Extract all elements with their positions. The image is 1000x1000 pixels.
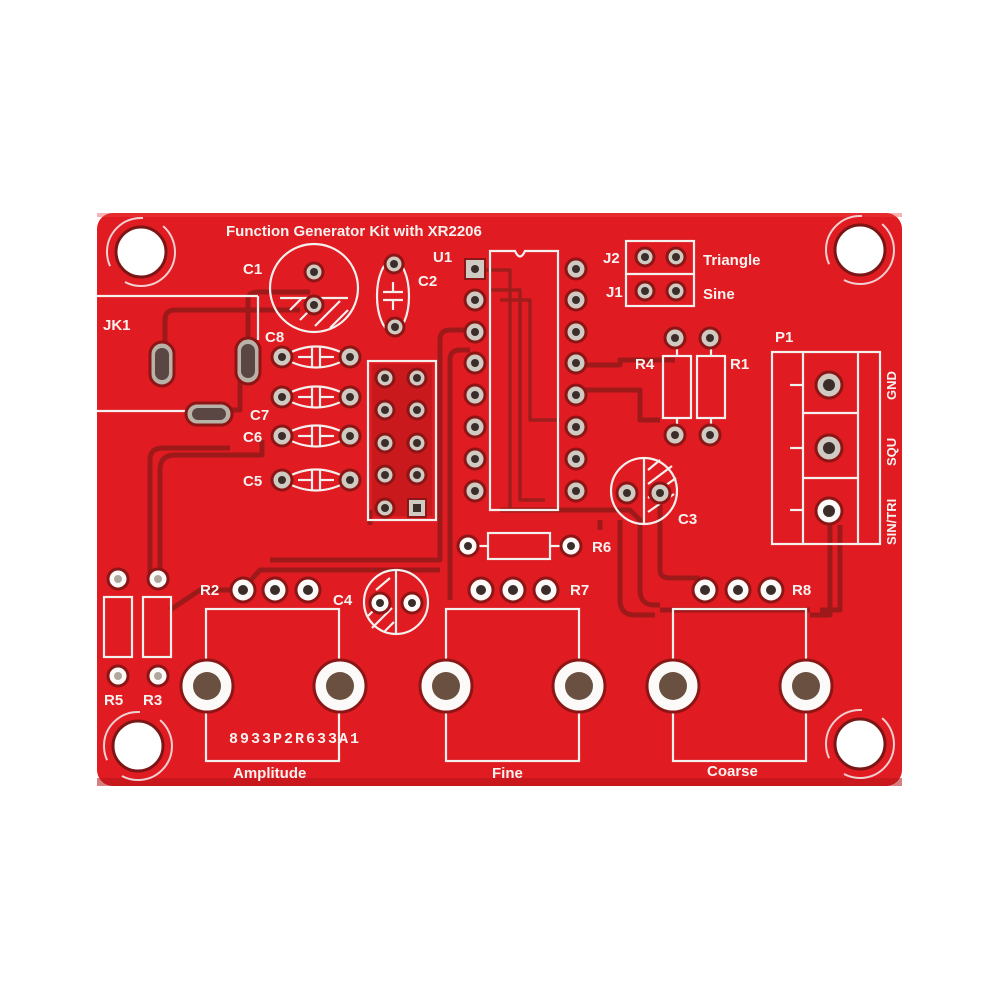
- label-r3: R3: [143, 692, 162, 709]
- label-r8: R8: [792, 582, 811, 599]
- label-r6: R6: [592, 539, 611, 556]
- jack-jk1: JK1: [97, 294, 262, 427]
- label-amplitude: Amplitude: [233, 765, 306, 782]
- resistor-r3: R3: [141, 567, 173, 709]
- label-sine: Sine: [703, 286, 735, 303]
- capacitor-c8: C8: [265, 329, 362, 369]
- label-j1: J1: [606, 284, 623, 301]
- label-j2: J2: [603, 250, 620, 267]
- capacitor-c2: C2: [375, 253, 437, 338]
- label-gnd: GND: [884, 371, 899, 400]
- label-c1: C1: [243, 261, 262, 278]
- resistor-r5: R5: [102, 567, 134, 709]
- label-r4: R4: [635, 356, 655, 373]
- label-c3: C3: [678, 511, 697, 528]
- label-r1: R1: [730, 356, 749, 373]
- resistor-r6: R6: [456, 531, 611, 561]
- terminal-block-p1: P1 GND SQU SIN/TRI: [770, 329, 899, 546]
- label-squ: SQU: [884, 438, 899, 466]
- label-fine: Fine: [492, 765, 523, 782]
- capacitor-c5: C5: [243, 468, 362, 492]
- capacitor-c7: C7: [250, 385, 362, 424]
- label-r5: R5: [104, 692, 123, 709]
- label-u1: U1: [433, 249, 452, 266]
- capacitor-c1: C1: [243, 242, 360, 334]
- pot-r7-fine: R7 Fine: [418, 576, 607, 782]
- label-triangle: Triangle: [703, 252, 761, 269]
- capacitor-c3: C3: [609, 456, 697, 528]
- capacitor-c6: C6: [243, 424, 362, 448]
- label-c4: C4: [333, 592, 353, 609]
- resistor-r1: R1: [695, 326, 749, 447]
- label-c7: C7: [250, 407, 269, 424]
- mount-hole-bottom-right: [825, 709, 895, 779]
- mount-hole-top-right: [825, 215, 895, 285]
- label-jk1: JK1: [103, 317, 131, 334]
- resistor-r4: R4: [635, 326, 693, 447]
- label-c6: C6: [243, 429, 262, 446]
- label-c8: C8: [265, 329, 284, 346]
- mount-hole-bottom-left: [103, 711, 173, 781]
- pot-r8-coarse: R8 Coarse: [645, 576, 834, 780]
- pot-r2-amplitude: R2 8933P2R633A1 Amplitude: [179, 576, 368, 782]
- capacitor-c4: C4: [333, 568, 430, 636]
- label-p1: P1: [775, 329, 793, 346]
- label-c5: C5: [243, 473, 262, 490]
- board-title: Function Generator Kit with XR2206: [226, 223, 482, 240]
- label-r7: R7: [570, 582, 589, 599]
- label-r2: R2: [200, 582, 219, 599]
- label-c2: C2: [418, 273, 437, 290]
- label-sin-tri: SIN/TRI: [884, 499, 899, 545]
- jumper-block-j1-j2: J2 J1 Triangle Sine: [603, 239, 761, 308]
- header-2x5: [366, 359, 438, 522]
- label-coarse: Coarse: [707, 763, 758, 780]
- mount-hole-top-left: [106, 217, 176, 287]
- ic-u1-xr2206: U1: [433, 249, 588, 512]
- board-serial: 8933P2R633A1: [229, 731, 361, 748]
